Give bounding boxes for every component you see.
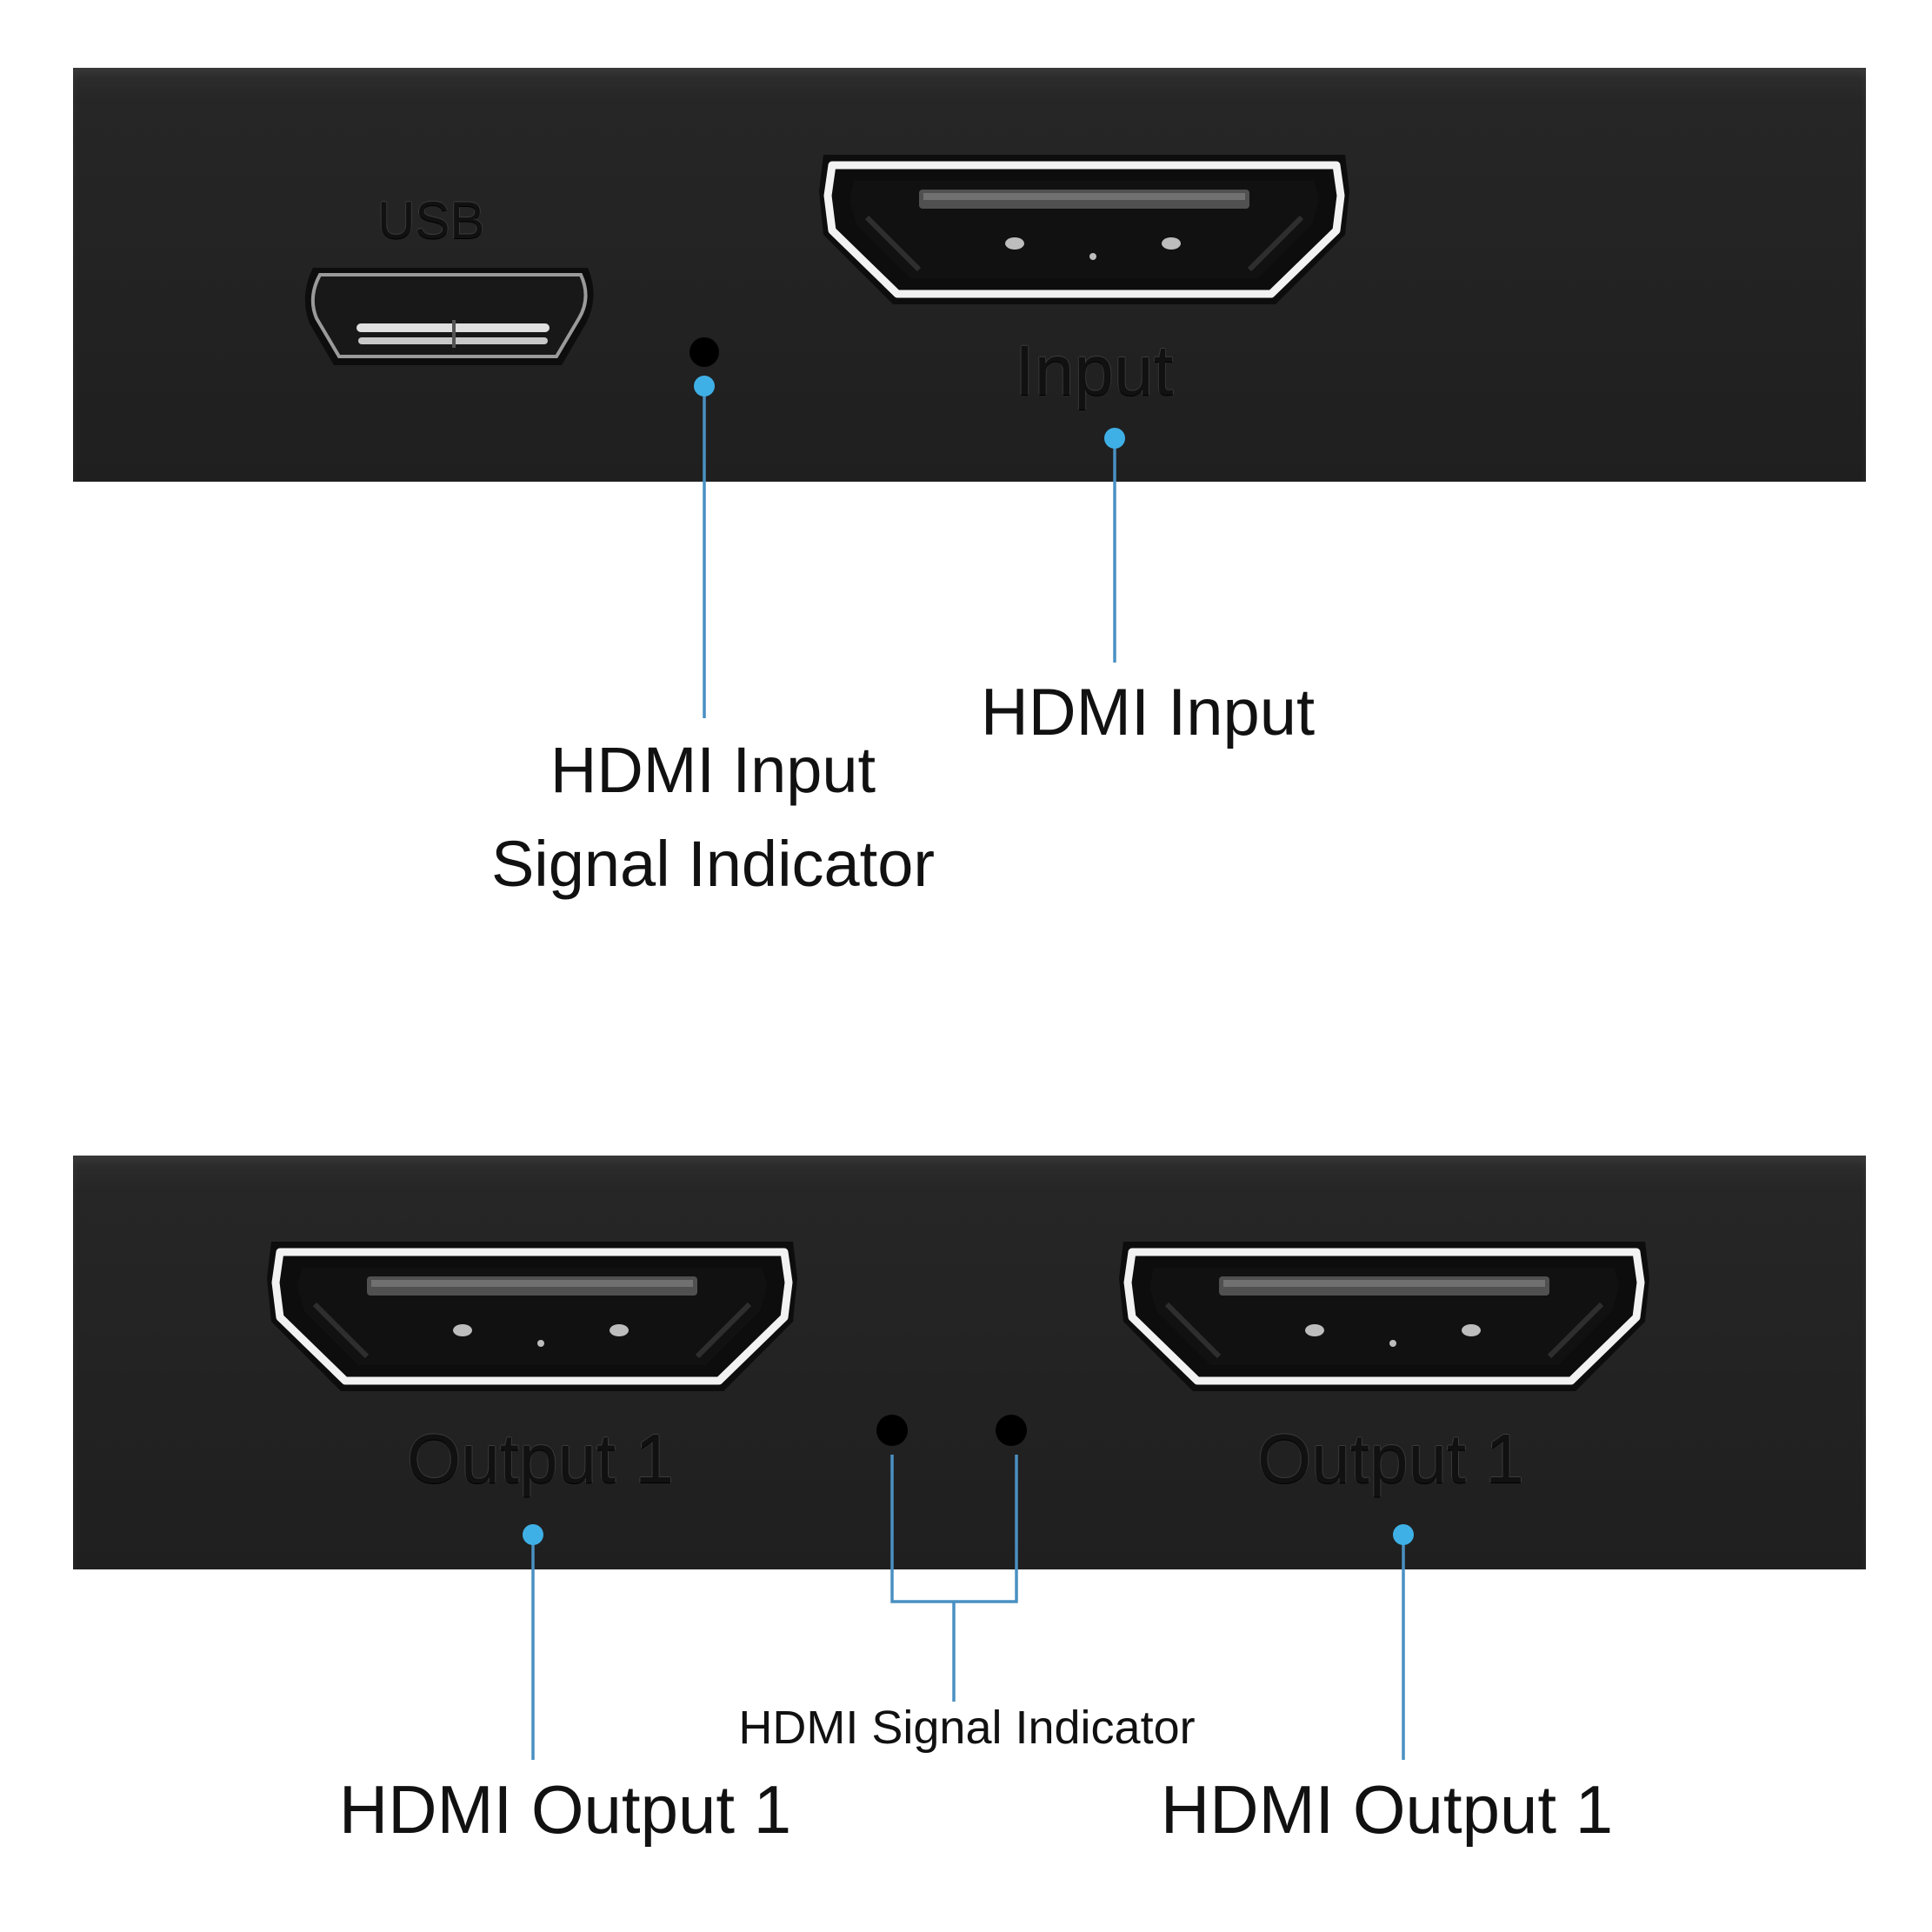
- hdmi-output-1-left-port-icon: [267, 1242, 797, 1391]
- callout-hdmi-output-1-right: HDMI Output 1: [1160, 1771, 1614, 1848]
- leader-dots: [523, 376, 1414, 1545]
- input-port-label: Input: [1015, 331, 1174, 410]
- callout-signal-indicator-line-1: HDMI Input: [550, 734, 876, 806]
- callout-hdmi-input: HDMI Input: [980, 676, 1316, 749]
- hdmi-input-port-icon: [819, 155, 1349, 304]
- usb-port-icon: [304, 268, 594, 365]
- callout-hdmi-output-1-left: HDMI Output 1: [338, 1771, 792, 1848]
- output-1-right-port-label: Output 1: [1257, 1420, 1524, 1497]
- input-signal-led: [690, 337, 719, 367]
- output-signal-led-2: [996, 1415, 1027, 1446]
- output-1-left-port-label: Output 1: [407, 1420, 674, 1497]
- output-signal-led-1: [876, 1415, 908, 1446]
- usb-port-label: USB: [377, 191, 485, 250]
- leader-lines: [531, 386, 1405, 1760]
- hdmi-output-1-right-port-icon: [1119, 1242, 1649, 1391]
- callout-hdmi-input-signal-indicator: HDMI Input Signal Indicator: [452, 723, 974, 911]
- callout-hdmi-signal-indicator: HDMI Signal Indicator: [738, 1702, 1196, 1754]
- callout-signal-indicator-line-2: Signal Indicator: [490, 828, 936, 900]
